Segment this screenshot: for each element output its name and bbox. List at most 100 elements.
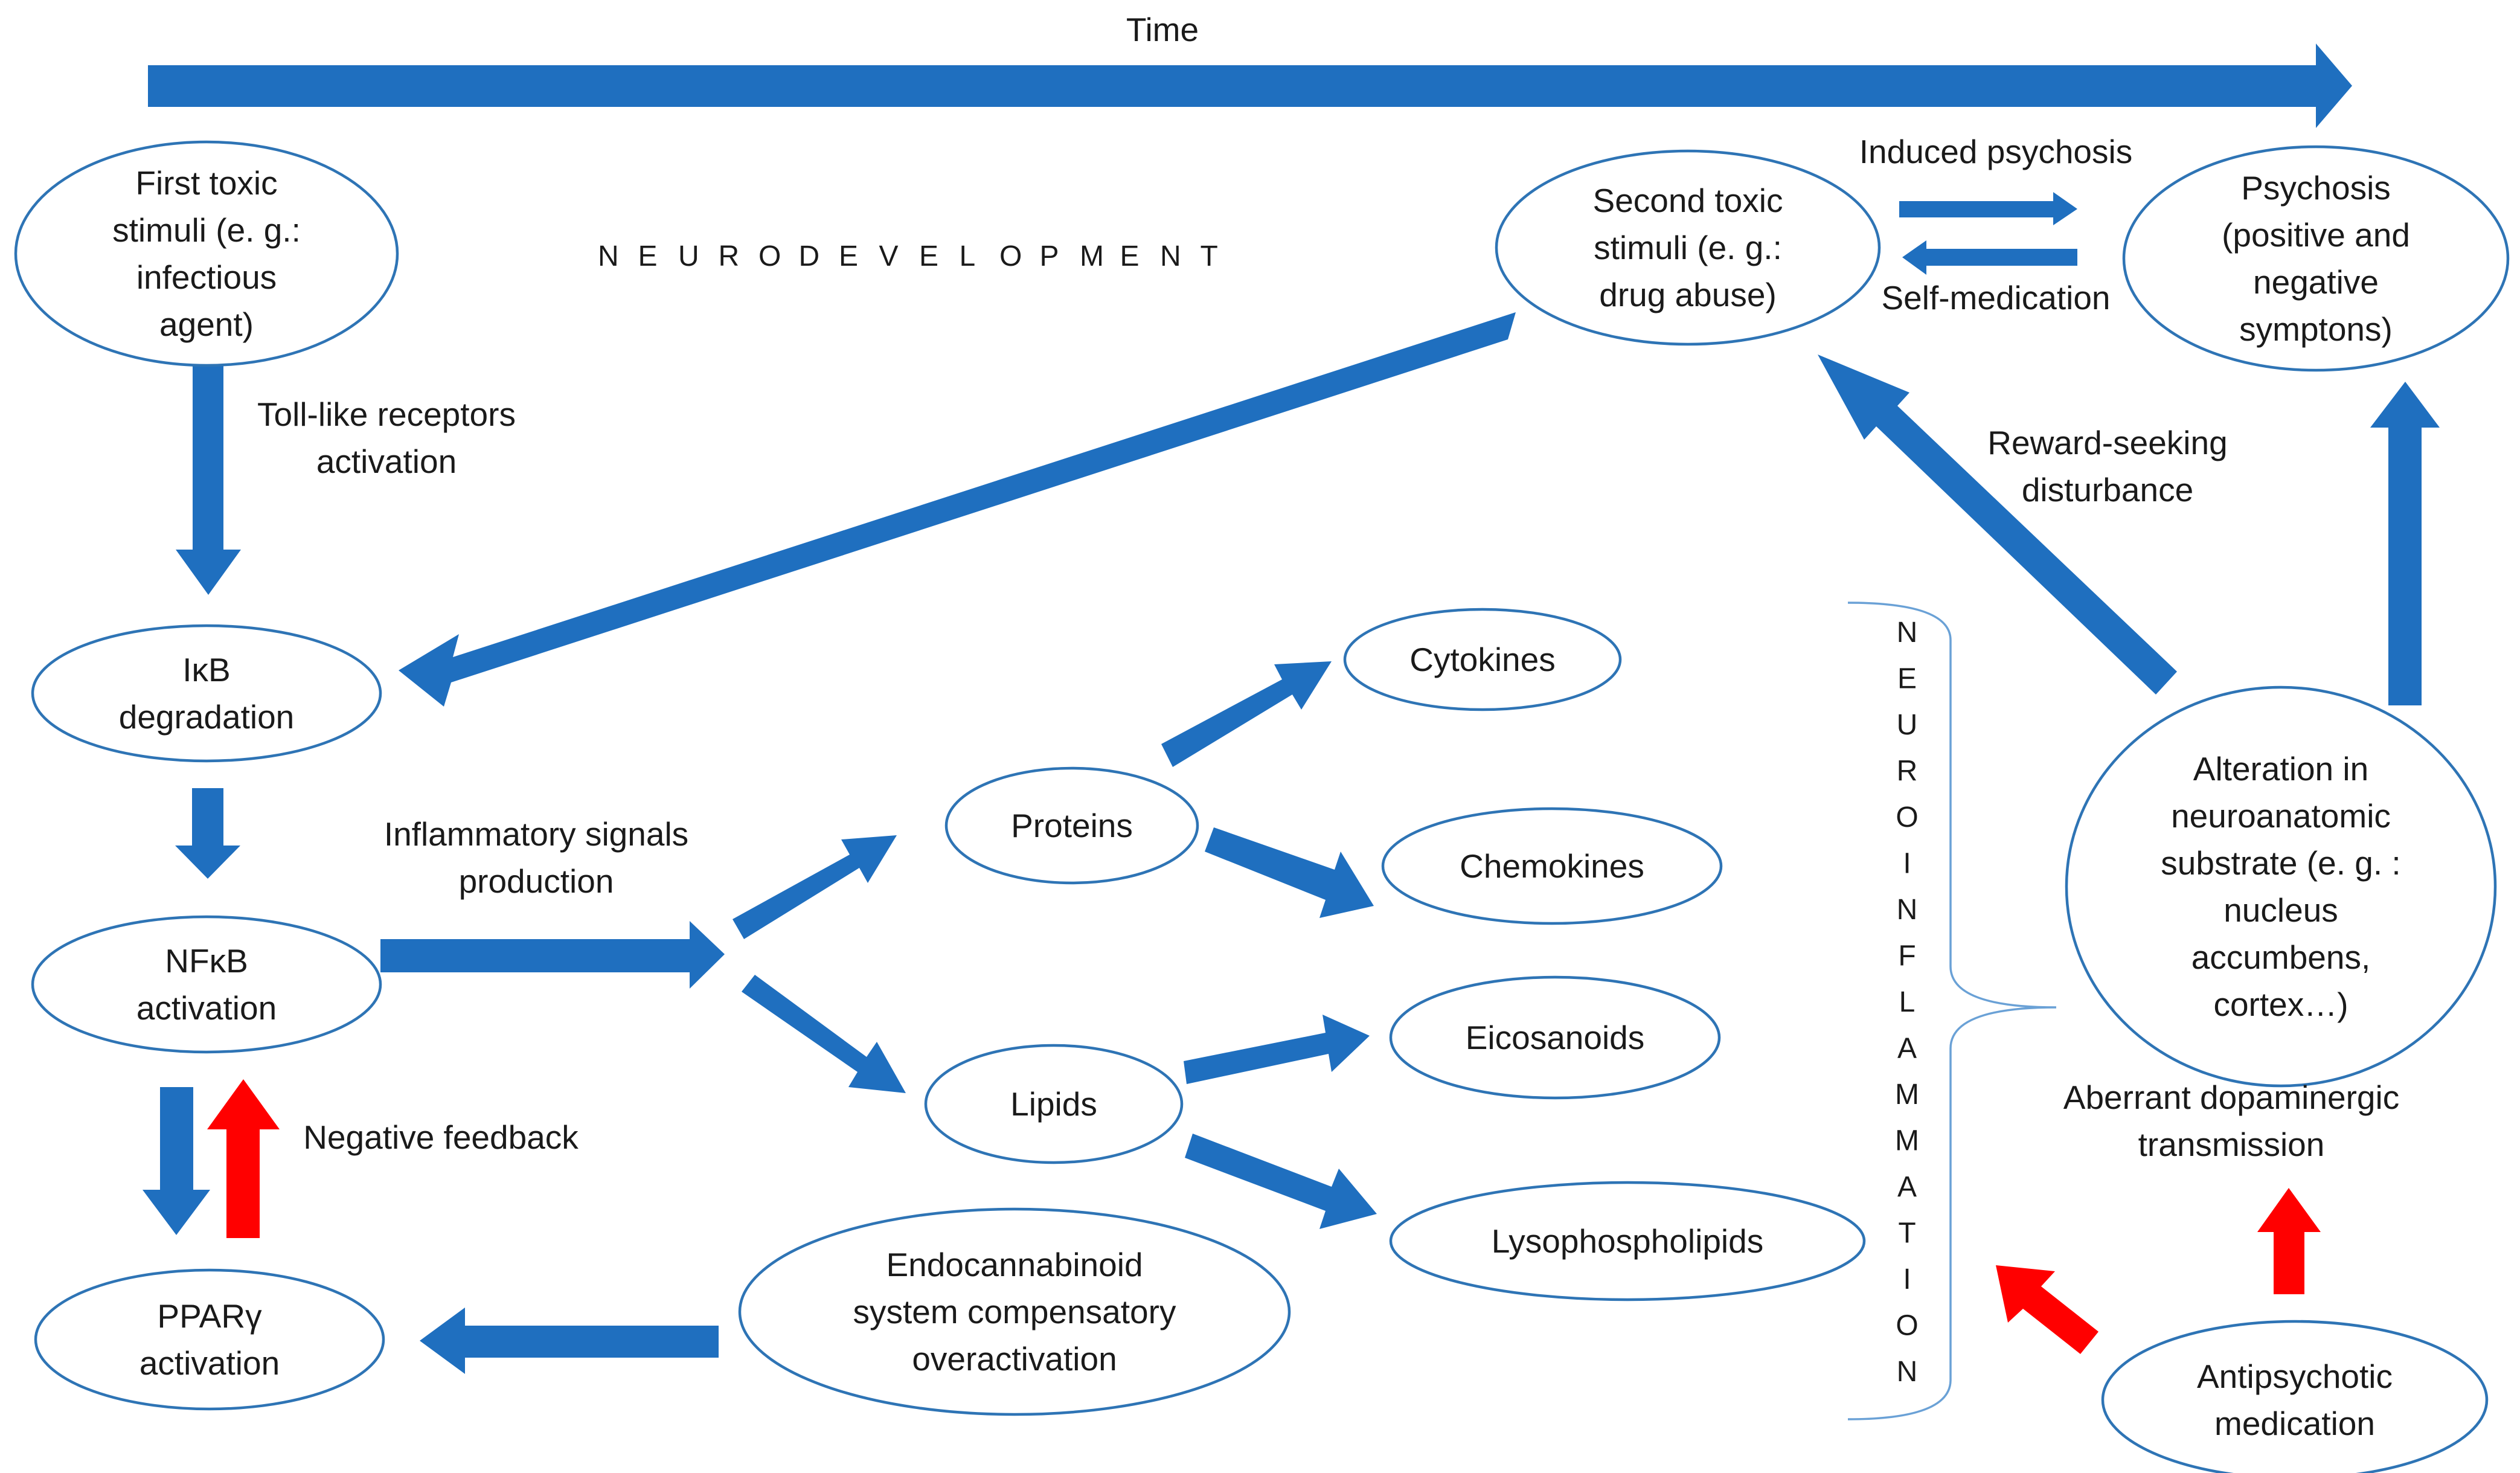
neuroinflammation-letter: A xyxy=(1897,1033,1917,1065)
node-ellipse xyxy=(14,140,399,367)
neuroinflammation-letter: I xyxy=(1903,848,1911,880)
arrow-nfkb-to-split xyxy=(380,921,725,989)
arrow-split-to-proteins xyxy=(733,835,897,939)
node-label-line: Alteration in xyxy=(2193,750,2368,788)
node-label-line: Second toxic xyxy=(1593,182,1783,219)
neurodevelopment-letter: O xyxy=(758,240,781,272)
node-first-toxic: First toxic stimuli (e. g.: infectious agen… xyxy=(14,140,399,367)
node-nfkb: NFκB activation xyxy=(31,915,382,1054)
arrow-negative-feedback xyxy=(207,1079,280,1238)
node-ellipse xyxy=(1381,807,1723,925)
node-label-line: medication xyxy=(2214,1405,2375,1442)
node-antipsychotic: Antipsychotic medication xyxy=(2101,1320,2489,1473)
neurodevelopment-letter: N xyxy=(598,240,619,272)
neurodevelopment-letter: E xyxy=(638,240,658,272)
node-label-line: Cytokines xyxy=(1409,641,1555,678)
node-alteration: Alteration in neuroanatomic substrate (e. … xyxy=(2065,685,2497,1088)
neurodevelopment-letter: M xyxy=(1080,240,1104,272)
time-label: Time xyxy=(1126,11,1199,48)
node-label-line: agent) xyxy=(159,306,254,343)
node-label-line: degradation xyxy=(119,698,295,736)
arrow-endocannabinoid-to-ppar xyxy=(420,1308,719,1374)
neurodevelopment-letter: T xyxy=(1201,240,1218,272)
neuroinflammation-letter: F xyxy=(1898,940,1916,972)
node-label-line: IκB xyxy=(182,651,230,688)
neuroinflammation-letter: L xyxy=(1899,986,1916,1018)
node-label-line: Chemokines xyxy=(1460,847,1644,885)
neuroinflammation-letter: U xyxy=(1897,709,1918,741)
node-label-line: Lysophospholipids xyxy=(1492,1222,1764,1260)
neurodevelopment-letter: E xyxy=(919,240,938,272)
arrow-alteration-to-psychosis xyxy=(2370,382,2440,705)
arrow-self-medication xyxy=(1902,240,2077,275)
neurodevelopment-letter: E xyxy=(839,240,858,272)
neurodevelopment-letter: P xyxy=(1040,240,1059,272)
neurodevelopment-letter: N xyxy=(1160,240,1181,272)
node-label-line: First toxic xyxy=(135,164,277,202)
node-ellipse xyxy=(1343,608,1622,711)
neuroinflammation-letter: M xyxy=(1895,1125,1919,1157)
neuroinflammation-brace xyxy=(1847,602,2057,1420)
node-label-line: infectious xyxy=(136,258,277,296)
node-label-line: Eicosanoids xyxy=(1466,1019,1645,1056)
neurodevelopment-letter: E xyxy=(1120,240,1140,272)
arrow-induced-psychosis xyxy=(1899,192,2077,225)
node-ellipse xyxy=(2065,685,2497,1088)
node-ellipse xyxy=(31,915,382,1054)
arrow-first-to-ikb xyxy=(176,335,241,595)
node-label-line: activation xyxy=(136,989,277,1027)
node-lysophospholipids: Lysophospholipids xyxy=(1389,1181,1866,1301)
node-label-line: NFκB xyxy=(165,942,248,980)
node-ellipse xyxy=(1495,149,1881,346)
neuroinflammation-letter: N xyxy=(1897,1356,1918,1388)
neuroinflammation-letter: N xyxy=(1897,894,1918,926)
arrow-proteins-to-chemokines xyxy=(1205,827,1374,918)
node-ellipse xyxy=(944,766,1199,885)
arrow-antipsychotic-to-dopaminergic xyxy=(2257,1188,2321,1294)
neuroinflammation-letter: A xyxy=(1897,1171,1917,1203)
arrow-antipsychotic-to-neuroinflammation xyxy=(1996,1265,2098,1354)
neuroinflammation-letter: T xyxy=(1898,1218,1916,1250)
node-label-line: neuroanatomic xyxy=(2171,797,2391,835)
node-label-line: overactivation xyxy=(912,1340,1117,1378)
neuroinflammation-letter: M xyxy=(1895,1079,1919,1111)
node-label-line: stimuli (e. g.: xyxy=(1594,229,1782,266)
arrow-proteins-to-cytokines xyxy=(1161,661,1332,767)
arrow-nfkb-to-ppar xyxy=(143,1087,210,1235)
arrow-lipids-to-lysophospholipids xyxy=(1185,1134,1377,1229)
node-label-line: substrate (e. g. : xyxy=(2161,844,2400,882)
node-lipids: Lipids xyxy=(924,1044,1184,1164)
node-label-line: symptons) xyxy=(2239,310,2393,348)
time-arrow xyxy=(148,43,2352,128)
neuroinflammation-letter: O xyxy=(1896,801,1918,833)
edge-label-induced-psychosis: Induced psychosis xyxy=(1859,133,2133,170)
edge-label-negative-feedback: Negative feedback xyxy=(303,1118,579,1156)
neuroinflammation-letter: I xyxy=(1903,1263,1911,1295)
neurodevelopment-letter: O xyxy=(999,240,1022,272)
node-label-line: cortex…) xyxy=(2213,986,2348,1023)
node-label-line: Endocannabinoid xyxy=(886,1246,1143,1283)
node-label-line: Antipsychotic xyxy=(2197,1358,2393,1395)
arrow-second-to-ikb xyxy=(399,312,1516,707)
neurodevelopment-letter: V xyxy=(879,240,899,272)
node-ikb: IκB degradation xyxy=(31,624,382,763)
neuroinflammation-letter: N xyxy=(1897,617,1918,649)
neurodevelopment-letter: L xyxy=(960,240,976,272)
node-ellipse xyxy=(31,624,382,763)
node-label-line: stimuli (e. g.: xyxy=(112,211,301,249)
neurodevelopment-letter: U xyxy=(678,240,699,272)
node-cytokines: Cytokines xyxy=(1343,608,1622,711)
neurodevelopment-letter: D xyxy=(799,240,820,272)
node-ellipse xyxy=(1389,975,1721,1100)
node-ellipse xyxy=(2101,1320,2489,1473)
node-proteins: Proteins xyxy=(944,766,1199,885)
node-eicosanoids: Eicosanoids xyxy=(1389,975,1721,1100)
node-label-line: accumbens, xyxy=(2191,939,2371,976)
